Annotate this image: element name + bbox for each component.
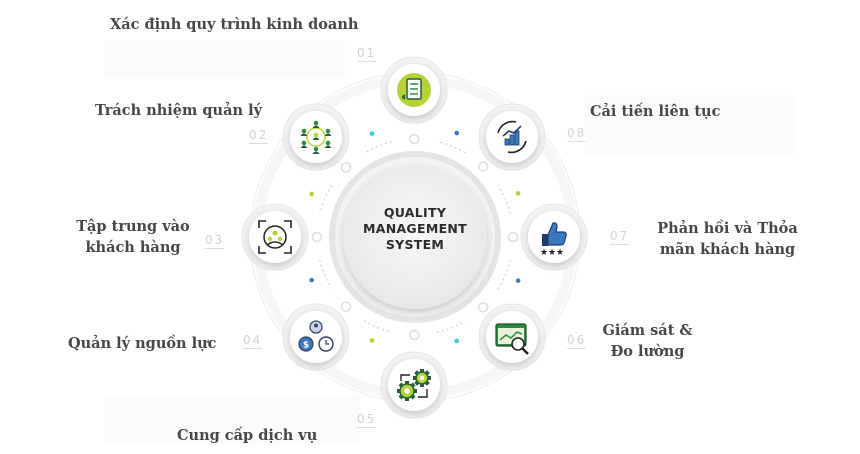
item-node-4: $ — [282, 301, 352, 371]
connector-dot — [515, 191, 521, 196]
background-panel — [105, 395, 360, 445]
item-nodes: $★★★ — [241, 56, 588, 419]
ring-joint — [340, 301, 352, 312]
item-node-3 — [241, 203, 323, 271]
ring-joint — [477, 302, 489, 313]
connector-dot — [369, 131, 375, 136]
connector-dot — [309, 277, 314, 283]
svg-text:★: ★ — [540, 248, 548, 258]
item-number-3: 03 — [205, 233, 225, 249]
connector-dot — [454, 130, 460, 136]
connector-dot — [309, 191, 314, 197]
center-line: SYSTEM — [385, 237, 445, 252]
item-number-5: 05 — [357, 412, 377, 428]
item-label-2: Trách nhiệm quản lý — [95, 102, 262, 119]
connectors — [309, 130, 521, 344]
item-number-8: 08 — [567, 126, 587, 142]
connector-arc — [436, 140, 466, 154]
center-title: QUALITY MANAGEMENT SYSTEM — [353, 205, 477, 253]
item-node-5 — [380, 329, 448, 419]
item-node-1 — [380, 56, 448, 145]
item-label-7: Phản hồi và Thỏa mãn khách hàng — [657, 220, 798, 258]
ring-joint — [409, 329, 420, 341]
item-number-4: 04 — [243, 333, 263, 349]
ring-joint — [507, 231, 519, 243]
monitoring-icon — [495, 323, 529, 355]
center-line: QUALITY — [383, 205, 447, 220]
background-panel — [105, 40, 345, 78]
connector-arc — [319, 185, 333, 215]
customer-focus-icon — [258, 220, 292, 254]
connector-arc — [497, 260, 511, 290]
item-label-8: Cải tiến liên tục — [590, 103, 721, 120]
item-label-4: Quản lý nguồn lực — [68, 335, 217, 352]
connector-arc — [497, 184, 511, 214]
item-label-1: Xác định quy trình kinh doanh — [110, 16, 359, 33]
resource-management-icon: $ — [298, 320, 334, 352]
connector-dot — [454, 338, 460, 344]
item-node-6 — [477, 302, 546, 371]
ring-joint — [477, 161, 489, 172]
item-label-5: Cung cấp dịch vụ — [177, 427, 318, 444]
team-hierarchy-icon — [300, 120, 332, 154]
svg-text:★: ★ — [548, 248, 556, 258]
item-node-2 — [282, 103, 352, 173]
item-node-8 — [477, 103, 546, 172]
item-node-7: ★★★ — [507, 203, 588, 271]
item-number-6: 06 — [567, 333, 587, 349]
item-number-1: 01 — [357, 46, 377, 62]
connector-arc — [319, 259, 333, 289]
connector-dot — [515, 278, 521, 283]
center-disc — [343, 165, 487, 309]
connector-arc — [363, 320, 392, 333]
ring-joint — [409, 133, 420, 145]
checklist-icon — [397, 73, 431, 107]
item-number-2: 02 — [249, 128, 269, 144]
svg-text:$: $ — [303, 341, 309, 351]
growth-chart-icon — [497, 120, 527, 154]
background-panel — [585, 95, 795, 155]
connector-dot — [369, 338, 375, 343]
item-number-7: 07 — [610, 229, 630, 245]
ring-joint — [311, 231, 323, 243]
ring-joint — [340, 162, 352, 173]
svg-text:★: ★ — [556, 248, 564, 258]
item-label-6: Giám sát & Đo lường — [602, 322, 693, 360]
center-line: MANAGEMENT — [362, 221, 467, 236]
connector-arc — [436, 320, 466, 334]
thumbs-up-rating-icon: ★★★ — [540, 222, 567, 258]
connector-arc — [363, 141, 392, 154]
node-face — [290, 311, 342, 363]
item-label-3: Tập trung vào khách hàng — [76, 218, 190, 256]
